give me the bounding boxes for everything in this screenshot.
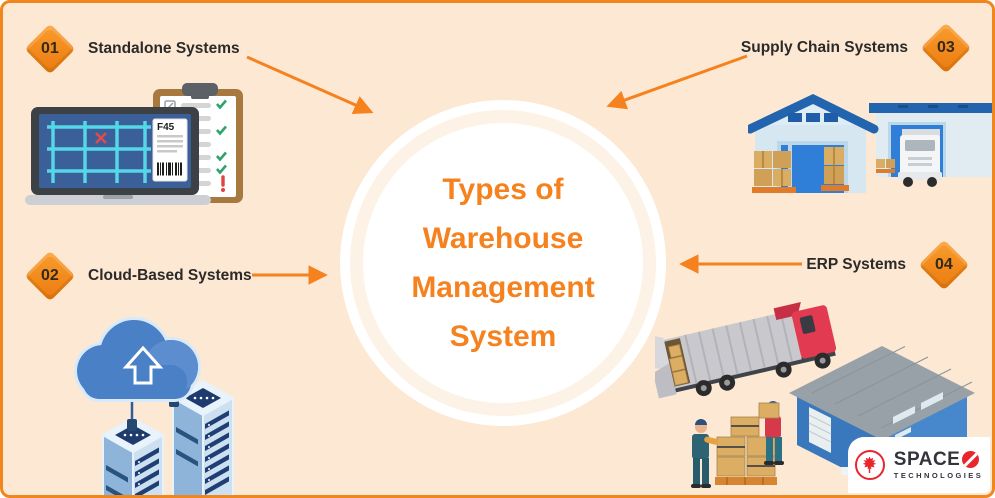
server-tower-right — [170, 379, 236, 495]
connector-arrows — [246, 54, 802, 285]
dock-truck — [898, 129, 942, 187]
title-line-3: Management — [411, 271, 595, 304]
type-label-erp: ERP Systems — [806, 256, 906, 273]
dock-pallet-boxes — [876, 159, 895, 173]
title-line-1: Types of — [442, 173, 564, 206]
container-truck — [655, 302, 837, 399]
arrow-standalone-to-center — [246, 55, 374, 114]
type-01-badge: 01 — [24, 23, 76, 75]
standalone-illustration laptop-clipboard-icon: F45 — [25, 83, 243, 205]
type-02-number: 02 — [41, 266, 59, 284]
type-row-supply-chain: Supply Chain Systems 03 — [741, 22, 972, 74]
windows — [893, 392, 943, 440]
laptop: F45 — [25, 107, 211, 205]
item-label-card: F45 — [152, 118, 188, 182]
arrow-supplychain-to-center — [606, 54, 748, 110]
type-row-cloud: 02 Cloud-Based Systems — [24, 250, 252, 302]
type-04-number: 04 — [935, 255, 953, 273]
diamond-01-icon: 01 — [24, 23, 76, 75]
logo-subtitle: TECHNOLOGIES — [893, 471, 984, 481]
brand-logo: SPACE TECHNOLOGIES — [848, 437, 990, 493]
worker-left — [691, 419, 718, 488]
center-circle: Types of Warehouse Management System — [363, 123, 643, 403]
workers-loading-pallet — [691, 401, 784, 488]
type-01-number: 01 — [41, 39, 59, 57]
type-03-number: 03 — [937, 38, 955, 56]
title-line-2: Warehouse — [422, 222, 584, 255]
supply-chain-illustration warehouse-dock-icon — [748, 94, 992, 193]
type-label-cloud: Cloud-Based Systems — [88, 267, 252, 284]
rack-grid — [47, 121, 151, 183]
upload-arrow-icon — [122, 345, 164, 385]
diamond-02-icon: 02 — [24, 250, 76, 302]
logo-text: SPACE TECHNOLOGIES — [894, 450, 983, 480]
type-label-standalone: Standalone Systems — [88, 40, 240, 57]
label-code-text: F45 — [157, 122, 175, 133]
type-04-badge: 04 — [918, 239, 970, 291]
type-label-supply-chain: Supply Chain Systems — [740, 39, 908, 56]
logo-o-slash-icon — [962, 451, 980, 469]
title-line-4: System — [449, 320, 557, 353]
alert-exclamation-icon — [221, 175, 225, 192]
type-02-badge: 02 — [24, 250, 76, 302]
worker-right — [758, 401, 784, 465]
diamond-04-icon: 04 — [918, 239, 970, 291]
logo-brand: SPACE — [893, 449, 961, 471]
cloud-illustration cloud-servers-icon — [74, 317, 236, 495]
cloud — [74, 317, 201, 402]
check-icons — [216, 99, 227, 175]
roll-door — [809, 407, 831, 453]
type-03-badge: 03 — [920, 22, 972, 74]
warehouse-pallet-boxes — [752, 147, 849, 193]
erp-illustration truck-loading-warehouse-icon — [655, 302, 975, 488]
server-tower-left — [100, 416, 166, 495]
maple-leaf-icon — [854, 450, 885, 480]
type-row-erp: ERP Systems 04 — [806, 239, 970, 291]
type-row-standalone: 01 Standalone Systems — [24, 23, 240, 75]
diamond-03-icon: 03 — [920, 22, 972, 74]
error-x-icon — [95, 132, 107, 144]
